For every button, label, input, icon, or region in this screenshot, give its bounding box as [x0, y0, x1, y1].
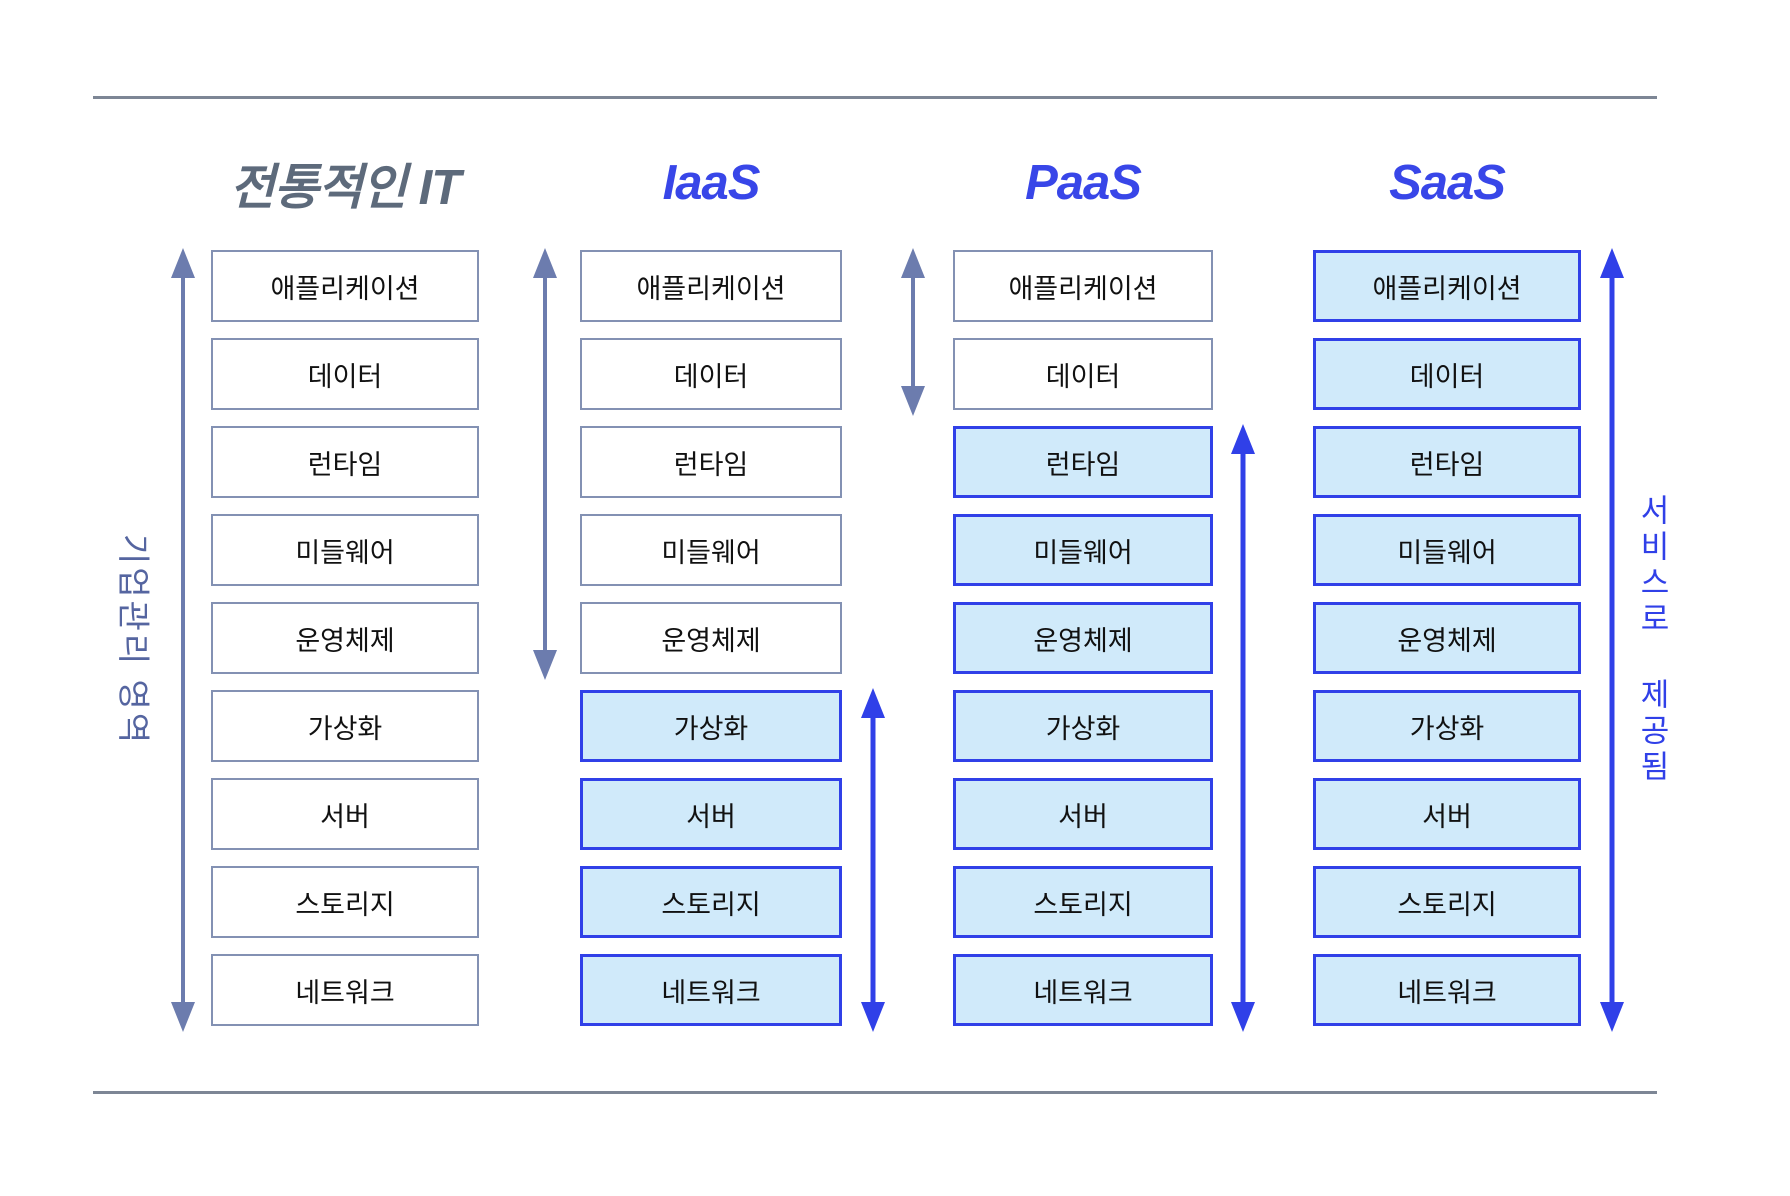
traditional-it-layer-server: 서버 — [211, 778, 479, 850]
saas-layer-middleware: 미들웨어 — [1313, 514, 1581, 586]
paas-service-range-arrow — [1230, 424, 1256, 1032]
iaas-layer-runtime: 런타임 — [580, 426, 842, 498]
paas-layer-data: 데이터 — [953, 338, 1213, 410]
paas-layer-server: 서버 — [953, 778, 1213, 850]
traditional-it-layer-middleware: 미들웨어 — [211, 514, 479, 586]
iaas-layer-middleware: 미들웨어 — [580, 514, 842, 586]
paas-layer-network: 네트워크 — [953, 954, 1213, 1026]
paas-service-range-arrow-down-head — [1231, 1002, 1255, 1032]
iaas-managed-range-arrow-down-head — [533, 650, 557, 680]
saas-layer-virtualization: 가상화 — [1313, 690, 1581, 762]
traditional-it-managed-range-arrow-down-head — [171, 1002, 195, 1032]
saas-layer-data: 데이터 — [1313, 338, 1581, 410]
paas-layer-os: 운영체제 — [953, 602, 1213, 674]
iaas-managed-range-arrow-up-head — [533, 248, 557, 278]
iaas-layer-data: 데이터 — [580, 338, 842, 410]
iaas-layer-application: 애플리케이션 — [580, 250, 842, 322]
saas-layer-storage: 스토리지 — [1313, 866, 1581, 938]
paas-layer-middleware: 미들웨어 — [953, 514, 1213, 586]
saas-service-range-arrow-up-head — [1600, 248, 1624, 278]
paas-layer-storage: 스토리지 — [953, 866, 1213, 938]
column-title-paas: PaaS — [1025, 156, 1142, 210]
paas-layer-application: 애플리케이션 — [953, 250, 1213, 322]
iaas-layer-virtualization: 가상화 — [580, 690, 842, 762]
iaas-managed-range-arrow — [532, 248, 558, 680]
paas-service-range-arrow-up-head — [1231, 424, 1255, 454]
bottom-divider-line — [93, 1091, 1657, 1094]
traditional-it-layer-storage: 스토리지 — [211, 866, 479, 938]
traditional-it-layer-data: 데이터 — [211, 338, 479, 410]
traditional-it-layer-os: 운영체제 — [211, 602, 479, 674]
paas-managed-range-arrow — [900, 248, 926, 416]
saas-layer-application: 애플리케이션 — [1313, 250, 1581, 322]
iaas-layer-os: 운영체제 — [580, 602, 842, 674]
iaas-layer-storage: 스토리지 — [580, 866, 842, 938]
saas-layer-runtime: 런타임 — [1313, 426, 1581, 498]
column-title-traditional-it: 전통적인 IT — [229, 160, 461, 215]
iaas-service-range-arrow-down-head — [861, 1002, 885, 1032]
traditional-it-managed-range-arrow-up-head — [171, 248, 195, 278]
provided-as-service-axis-label: 서비스로 제공됨 — [1634, 494, 1670, 786]
saas-service-range-arrow — [1599, 248, 1625, 1032]
traditional-it-layer-network: 네트워크 — [211, 954, 479, 1026]
paas-managed-range-arrow-down-head — [901, 386, 925, 416]
enterprise-managed-axis-label: 기업관리 영역 — [115, 533, 152, 747]
top-divider-line — [93, 96, 1657, 99]
saas-layer-server: 서버 — [1313, 778, 1581, 850]
iaas-service-range-arrow — [860, 688, 886, 1032]
iaas-service-range-arrow-up-head — [861, 688, 885, 718]
traditional-it-layer-application: 애플리케이션 — [211, 250, 479, 322]
iaas-layer-network: 네트워크 — [580, 954, 842, 1026]
saas-layer-os: 운영체제 — [1313, 602, 1581, 674]
traditional-it-layer-runtime: 런타임 — [211, 426, 479, 498]
column-title-iaas: IaaS — [662, 156, 761, 210]
traditional-it-managed-range-arrow — [170, 248, 196, 1032]
iaas-layer-server: 서버 — [580, 778, 842, 850]
paas-layer-virtualization: 가상화 — [953, 690, 1213, 762]
paas-layer-runtime: 런타임 — [953, 426, 1213, 498]
saas-layer-network: 네트워크 — [1313, 954, 1581, 1026]
traditional-it-layer-virtualization: 가상화 — [211, 690, 479, 762]
paas-managed-range-arrow-up-head — [901, 248, 925, 278]
column-title-saas: SaaS — [1389, 156, 1506, 210]
saas-service-range-arrow-down-head — [1600, 1002, 1624, 1032]
